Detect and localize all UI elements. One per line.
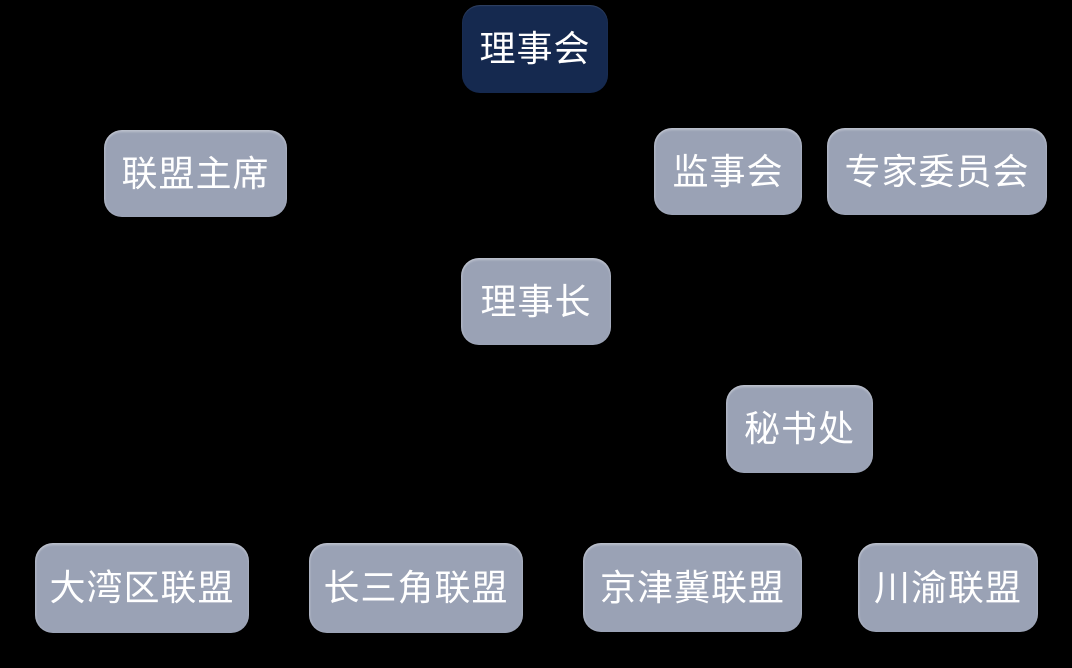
node-sichuan-chongqing-alliance: 川渝联盟: [858, 543, 1038, 632]
node-supervisory-board: 监事会: [654, 128, 802, 215]
node-council: 理事会: [462, 5, 608, 93]
node-expert-committee: 专家委员会: [827, 128, 1047, 215]
node-alliance-chairman: 联盟主席: [104, 130, 287, 217]
node-secretariat: 秘书处: [726, 385, 873, 473]
node-council-president: 理事长: [461, 258, 611, 345]
node-beijing-tianjin-hebei-alliance: 京津冀联盟: [583, 543, 802, 632]
node-yangtze-river-delta-alliance: 长三角联盟: [309, 543, 523, 633]
node-greater-bay-area-alliance: 大湾区联盟: [35, 543, 249, 633]
